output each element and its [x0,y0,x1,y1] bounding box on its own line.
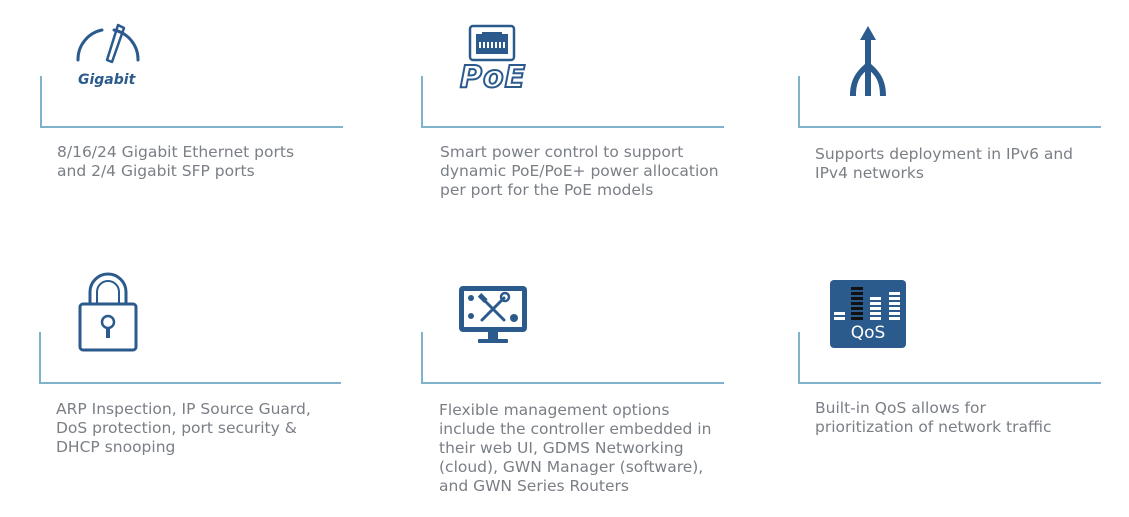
feature-ipv6: Supports deployment in IPv6 and IPv4 net… [760,0,1129,250]
monitor-tools-icon [458,284,528,346]
gigabit-icon-label: Gigabit [78,72,136,88]
divider-vertical [421,76,423,128]
divider-horizontal [421,382,724,384]
divider-horizontal [421,126,724,128]
network-branch-arrow-icon [846,24,890,98]
feature-management: Flexible management options include the … [380,260,740,517]
divider-vertical [798,76,800,128]
padlock-icon [78,270,138,352]
feature-description: Supports deployment in IPv6 and IPv4 net… [815,145,1074,182]
gigabit-speedometer-icon: Gigabit [72,22,144,92]
feature-description: 8/16/24 Gigabit Ethernet ports and 2/4 G… [57,143,295,180]
poe-port-icon: PoE [458,24,528,98]
divider-vertical [39,332,41,384]
qos-icon-label: QoS [850,323,886,343]
divider-vertical [421,332,423,384]
feature-security: ARP Inspection, IP Source Guard, DoS pro… [0,260,360,517]
divider-horizontal [798,382,1101,384]
feature-description: ARP Inspection, IP Source Guard, DoS pro… [56,400,311,456]
feature-description: Built-in QoS allows for prioritization o… [815,399,1052,436]
divider-horizontal [39,382,341,384]
feature-description: Smart power control to support dynamic P… [440,143,719,199]
divider-vertical [798,332,800,384]
poe-icon-label: PoE [459,60,527,95]
feature-qos: QoS Built-in QoS allows for prioritizati… [760,260,1129,517]
divider-horizontal [798,126,1101,128]
feature-gigabit: Gigabit 8/16/24 Gigabit Ethernet ports a… [0,0,360,250]
feature-poe: PoE Smart power control to support dynam… [380,0,740,250]
feature-description: Flexible management options include the … [439,401,712,495]
divider-vertical [40,76,42,128]
divider-horizontal [40,126,343,128]
qos-equalizer-icon: QoS [830,280,906,348]
